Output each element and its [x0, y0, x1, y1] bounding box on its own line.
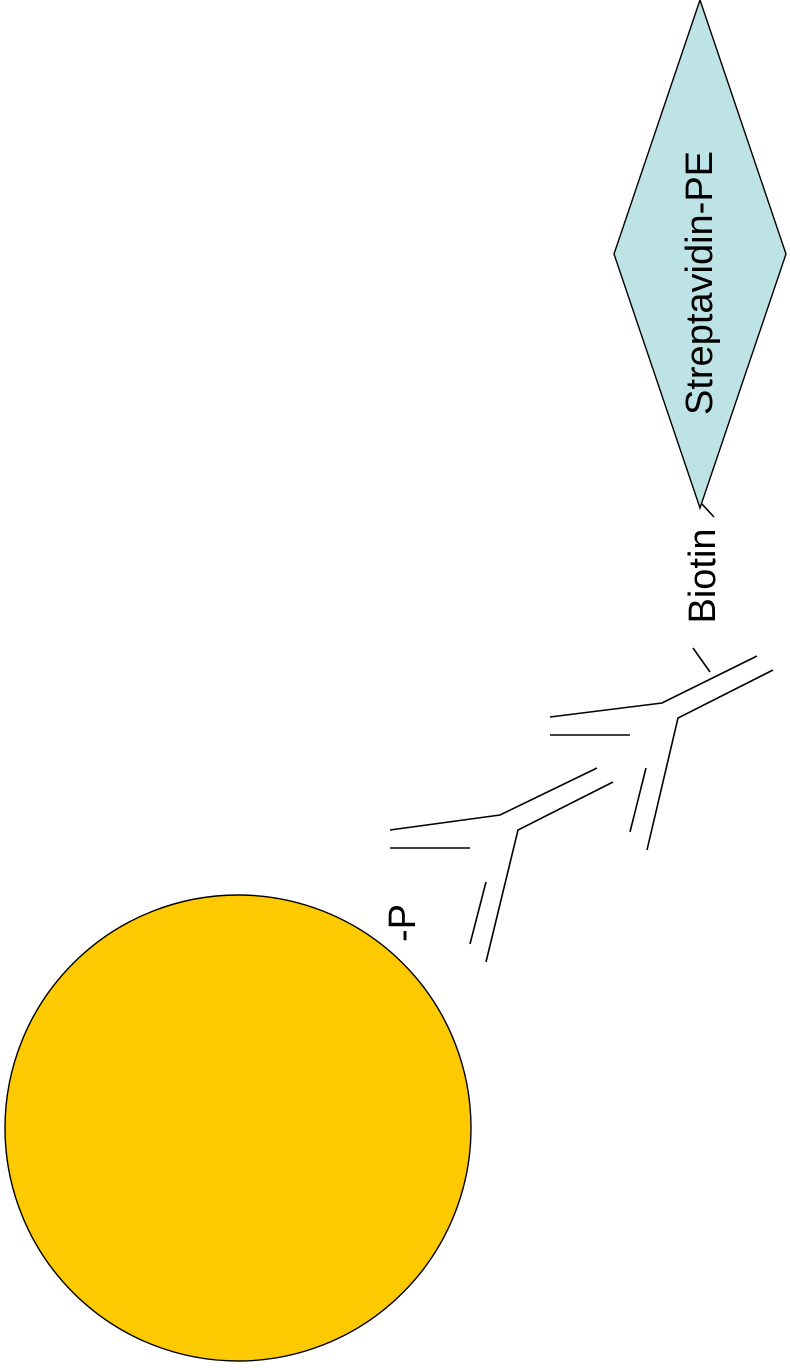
primary-antibody-stem-light-chain — [469, 881, 487, 945]
streptavidin-label: Streptavidin-PE — [679, 151, 721, 415]
streptavidin-diamond — [613, 0, 787, 511]
primary-antibody — [389, 767, 614, 963]
secondary-antibody-stem-light-chain — [629, 767, 647, 833]
secondary-antibody-stem-heavy-chain — [646, 669, 774, 851]
biotin-link-to-streptavidin — [700, 502, 715, 518]
primary-antibody-stem-heavy-chain — [485, 781, 614, 963]
biotin-link-to-antibody — [692, 647, 711, 673]
primary-antibody-arm-upper — [389, 767, 598, 831]
biotin-label: Biotin — [682, 528, 724, 623]
secondary-antibody-arm-upper — [549, 655, 758, 718]
secondary-antibody — [549, 655, 774, 851]
bead-circle — [4, 894, 472, 1362]
phosphate-label: -P — [382, 904, 424, 942]
